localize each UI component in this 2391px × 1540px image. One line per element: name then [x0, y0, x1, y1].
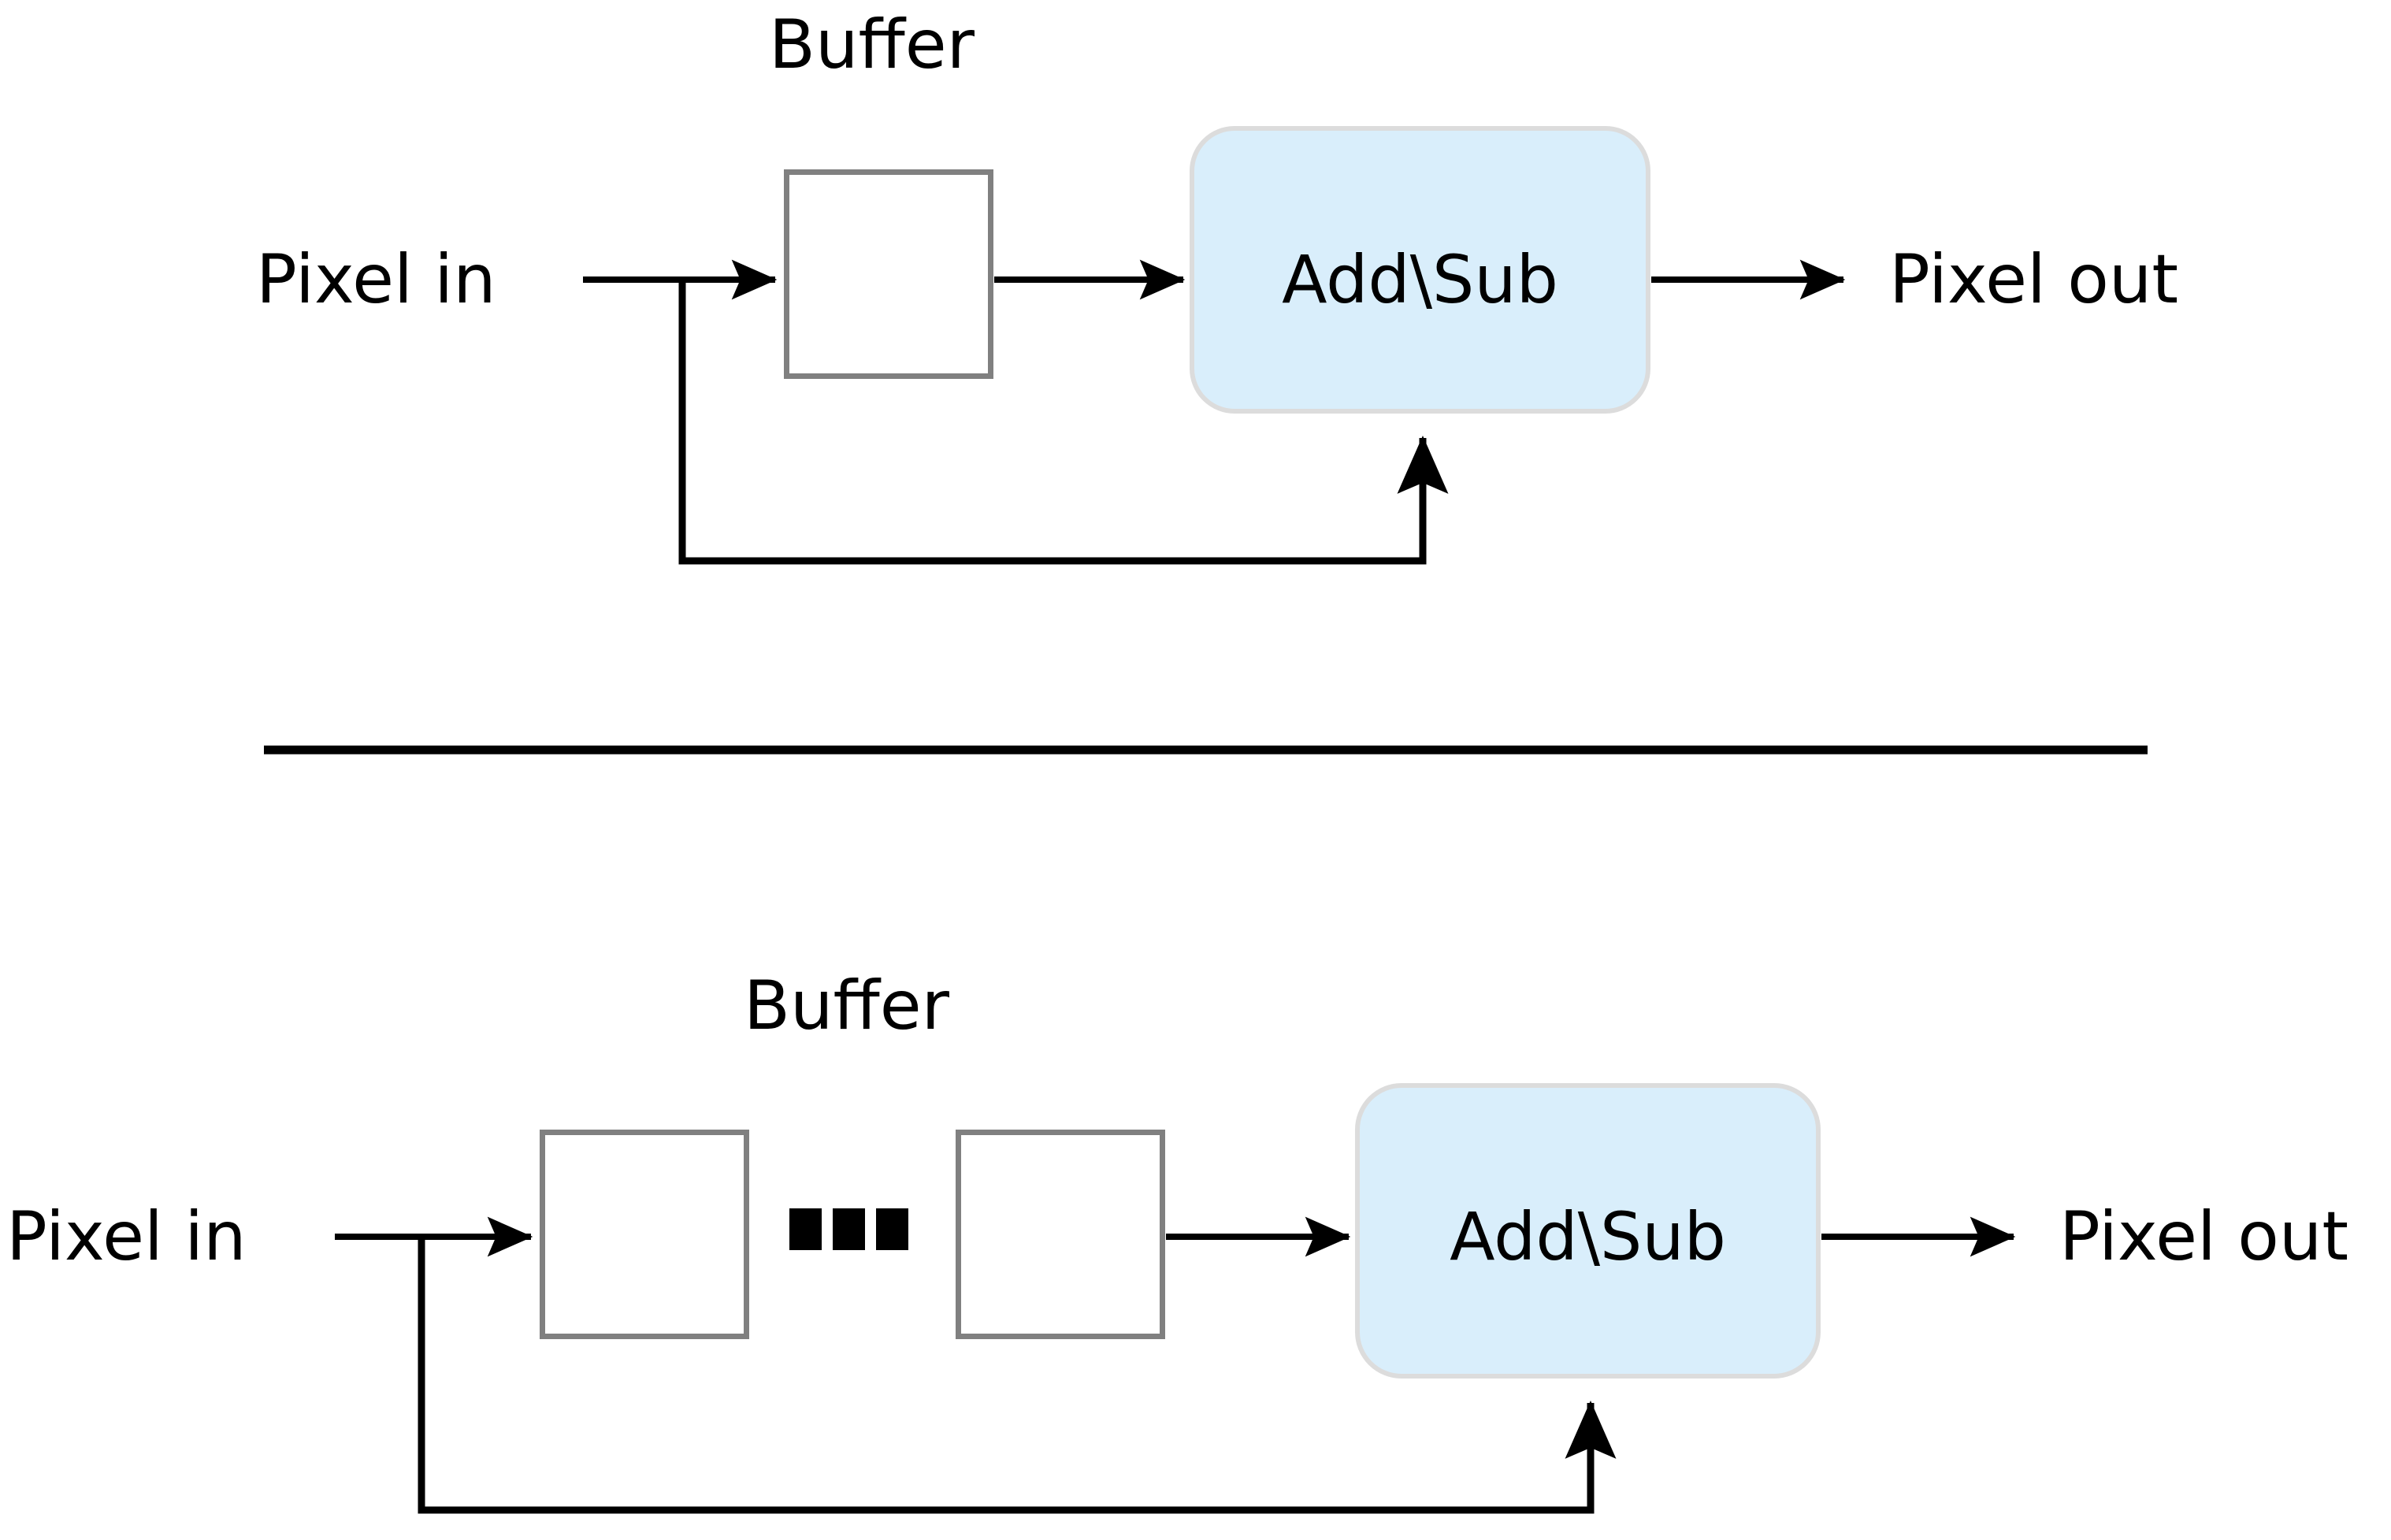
feedback-path-top — [678, 281, 1449, 565]
pixel-in-label-top: Pixel in — [256, 240, 496, 319]
ellipsis-dot — [789, 1208, 822, 1250]
addsub-block-top — [1190, 126, 1650, 414]
addsub-block-bottom — [1355, 1083, 1821, 1379]
buffer-box-2-bottom — [956, 1130, 1165, 1339]
diagram-single-buffer — [583, 126, 1846, 565]
addsub-label-top: Add\Sub — [1282, 241, 1558, 318]
ellipsis-dot — [833, 1208, 865, 1250]
buffer-label-bottom: Buffer — [744, 967, 950, 1045]
pixel-out-label-top: Pixel out — [1889, 240, 2179, 319]
buffer-box-1-bottom — [540, 1130, 749, 1339]
pixel-out-label-bottom: Pixel out — [2059, 1197, 2349, 1276]
buffer-box-1-top — [784, 169, 993, 379]
ellipsis-dot — [876, 1208, 908, 1250]
pixel-in-label-bottom: Pixel in — [6, 1197, 247, 1276]
feedback-path-bottom — [418, 1238, 1617, 1514]
ellipsis-dots-bottom — [789, 1208, 908, 1250]
diagram-multi-buffer — [335, 1083, 2016, 1514]
addsub-label-bottom: Add\Sub — [1450, 1198, 1726, 1275]
buffer-label-top: Buffer — [769, 6, 975, 84]
